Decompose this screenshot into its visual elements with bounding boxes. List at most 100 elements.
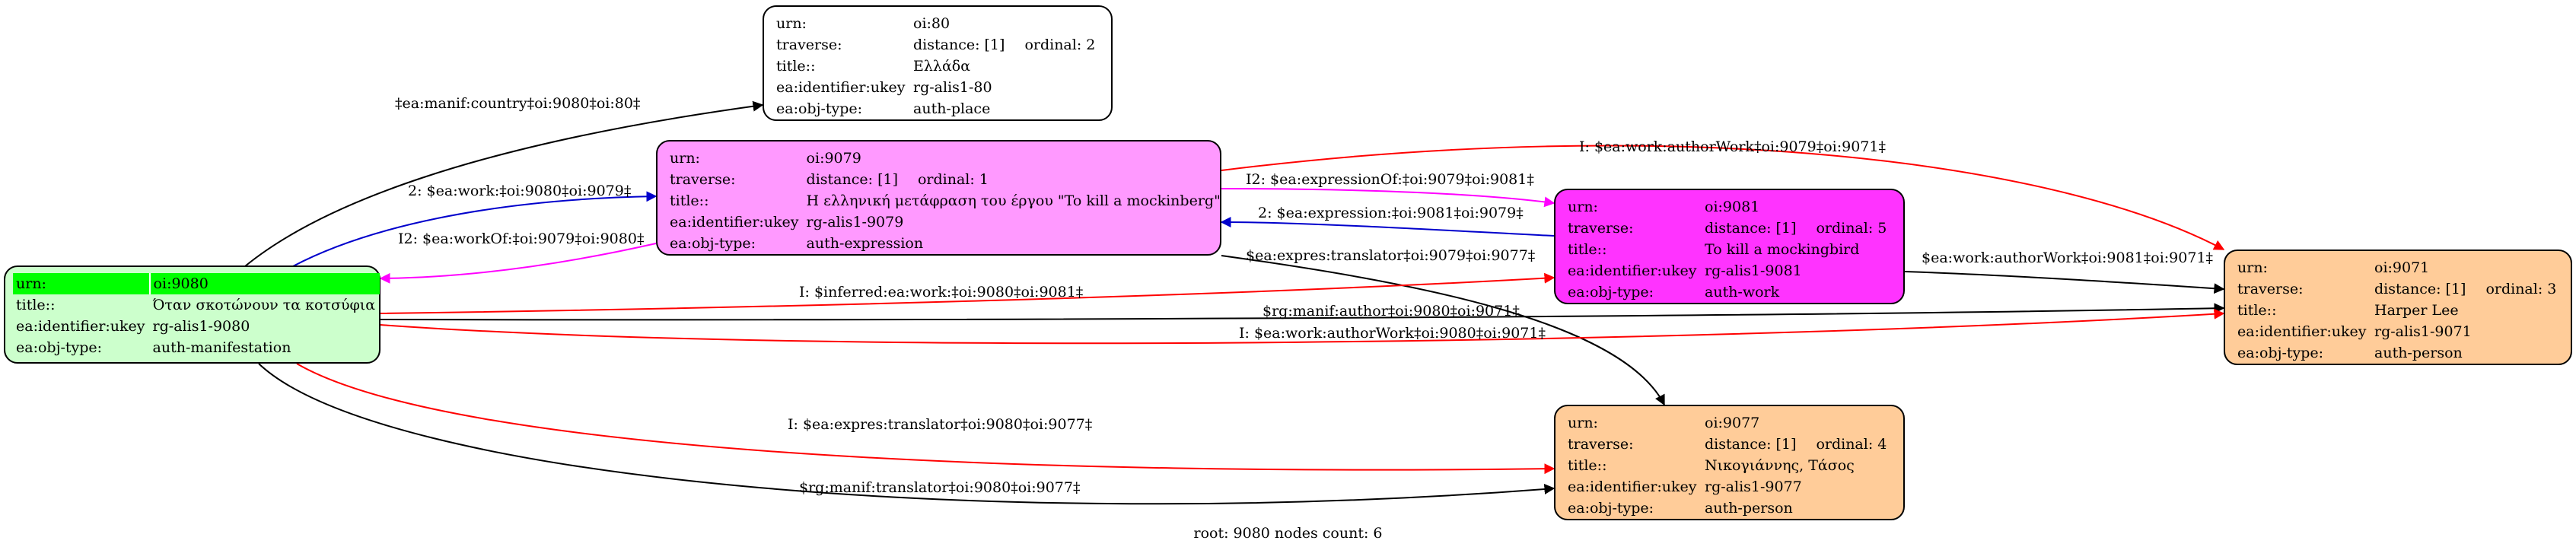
field-value: auth-place xyxy=(913,100,991,117)
field-key: ea:obj-type: xyxy=(1568,500,1654,517)
field-key: title:: xyxy=(1568,241,1607,258)
field-key: traverse: xyxy=(2237,281,2304,297)
field-value: distance: [1]ordinal: 3 xyxy=(2371,278,2561,300)
field-key: traverse: xyxy=(1568,220,1634,237)
field-value: rg-alis1-9081 xyxy=(1705,262,1802,279)
ordinal-value: ordinal: 2 xyxy=(1024,37,1096,53)
ordinal-value: ordinal: 4 xyxy=(1816,436,1887,453)
edge-e12 xyxy=(296,363,1555,475)
node-oi-9080[interactable]: urn:oi:9080 title::Όταν σκοτώνουν τα κοτ… xyxy=(4,265,381,364)
field-value: distance: [1] ordinal: 4 xyxy=(1702,434,1891,455)
field-value: To kill a mockingbird xyxy=(1705,241,1860,258)
field-key: ea:obj-type: xyxy=(2237,345,2324,361)
ordinal-value: ordinal: 3 xyxy=(2485,281,2557,297)
field-key: title:: xyxy=(776,58,816,75)
field-value: Ελλάδα xyxy=(913,58,971,75)
edge-e7 xyxy=(1221,255,1665,406)
edge-e10 xyxy=(380,303,2225,321)
edge-e2 xyxy=(292,191,658,267)
field-key: ea:identifier:ukey xyxy=(2237,323,2367,340)
node-oi-9077[interactable]: urn: oi:9077 traverse: distance: [1] ordina… xyxy=(1554,405,1905,520)
field-value: oi:9081 xyxy=(1705,199,1760,215)
node-table: urn: oi:9077 traverse: distance: [1] ordina… xyxy=(1565,412,1891,519)
field-value: Harper Lee xyxy=(2374,302,2459,319)
field-value: distance: [1] ordinal: 5 xyxy=(1702,218,1891,239)
field-value: rg-alis1-9080 xyxy=(152,318,250,335)
field-key: ea:obj-type: xyxy=(670,235,756,252)
field-value: distance: [1] ordinal: 2 xyxy=(910,34,1100,56)
field-value: auth-person xyxy=(1705,500,1793,517)
field-key: urn: xyxy=(776,15,807,32)
field-value: rg-alis1-80 xyxy=(913,79,992,96)
edge-label-e6: 2: $ea:expression:‡oi:9081‡oi:9079‡ xyxy=(1258,205,1524,221)
field-value: Η ελληνική μετάφραση του έργου "To kill … xyxy=(806,192,1221,209)
field-key: title:: xyxy=(1568,457,1607,474)
edge-e5 xyxy=(1221,188,1555,208)
edge-e13 xyxy=(258,363,1555,505)
field-value: auth-expression xyxy=(806,235,924,252)
node-table: urn:oi:9080 title::Όταν σκοτώνουν τα κοτ… xyxy=(13,273,381,358)
node-table: urn: oi:9071 traverse: distance: [1]ordina… xyxy=(2234,257,2561,364)
node-table: urn:oi:9079 traverse:distance: [1]ordina… xyxy=(667,148,1225,254)
field-value: Νικογιάννης, Τάσος xyxy=(1705,457,1855,474)
node-table: urn:oi:9081 traverse:distance: [1]ordina… xyxy=(1565,196,1891,303)
field-value: oi:9077 xyxy=(1705,415,1760,431)
field-key: urn: xyxy=(1568,415,1598,431)
field-key: title:: xyxy=(670,192,709,209)
field-key: title:: xyxy=(16,297,56,313)
edge-e8 xyxy=(380,272,1555,314)
field-value: auth-manifestation xyxy=(152,339,291,356)
distance-value: distance: [1] xyxy=(1705,436,1797,453)
edge-label-e8: I: $inferred:ea:work:‡oi:9080‡oi:9081‡ xyxy=(799,284,1083,300)
field-value: rg-alis1-9079 xyxy=(806,214,904,230)
field-value: auth-work xyxy=(1705,284,1780,300)
field-value: auth-person xyxy=(2374,345,2463,361)
edge-label-e3: I2: $ea:workOf:‡oi:9079‡oi:9080‡ xyxy=(398,230,644,247)
field-key: traverse: xyxy=(776,37,842,53)
node-oi-9071[interactable]: urn: oi:9071 traverse: distance: [1]ordina… xyxy=(2224,250,2572,365)
edge-label-e11: I: $ea:work:authorWork‡oi:9080‡oi:9071‡ xyxy=(1239,325,1546,342)
field-value: rg-alis1-9077 xyxy=(1705,478,1802,495)
edge-e9 xyxy=(1904,271,2225,294)
edge-label-e9: $ea:work:authorWork‡oi:9081‡oi:9071‡ xyxy=(1922,250,2213,266)
field-key: title:: xyxy=(2237,302,2277,319)
field-key: ea:obj-type: xyxy=(16,339,103,356)
edge-label-e2: 2: $ea:work:‡oi:9080‡oi:9079‡ xyxy=(408,183,631,199)
field-value: Όταν σκοτώνουν τα κοτσύφια xyxy=(152,297,376,313)
edge-label-e13: $rg:manif:translator‡oi:9080‡oi:9077‡ xyxy=(799,479,1080,496)
field-value: distance: [1]ordinal: 1 xyxy=(804,169,1225,190)
field-key: urn: xyxy=(670,150,700,167)
field-key: urn: xyxy=(2237,259,2268,276)
edge-label-e4: I: $ea:work:authorWork‡oi:9079‡oi:9071‡ xyxy=(1579,138,1886,155)
field-key: ea:obj-type: xyxy=(776,100,863,117)
field-key: traverse: xyxy=(1568,436,1634,453)
edge-e1 xyxy=(244,100,764,267)
node-oi-9079[interactable]: urn:oi:9079 traverse:distance: [1]ordina… xyxy=(656,140,1221,256)
node-oi-9081[interactable]: urn:oi:9081 traverse:distance: [1]ordina… xyxy=(1554,189,1905,304)
node-oi-80[interactable]: urn:oi:80 traverse:distance: [1]ordinal:… xyxy=(763,5,1113,121)
edge-label-e5: I2: $ea:expressionOf:‡oi:9079‡oi:9081‡ xyxy=(1246,171,1534,188)
field-value: oi:9080 xyxy=(149,273,381,294)
distance-value: distance: [1] xyxy=(913,37,1005,53)
field-key: urn: xyxy=(13,273,151,294)
ordinal-value: ordinal: 5 xyxy=(1816,220,1887,237)
field-key: ea:identifier:ukey xyxy=(670,214,799,230)
field-key: ea:obj-type: xyxy=(1568,284,1654,300)
edge-e4 xyxy=(1221,145,2225,250)
distance-value: distance: [1] xyxy=(806,171,898,188)
edge-label-e12: I: $ea:expres:translator‡oi:9080‡oi:9077… xyxy=(788,416,1092,433)
graph-footer: root: 9080 nodes count: 6 xyxy=(1193,525,1383,542)
edge-label-e7: $ea:expres:translator‡oi:9079‡oi:9077‡ xyxy=(1246,247,1535,264)
field-key: ea:identifier:ukey xyxy=(16,318,145,335)
edge-label-e1: ‡ea:manif:country‡oi:9080‡oi:80‡ xyxy=(395,95,640,112)
field-value: rg-alis1-9071 xyxy=(2374,323,2472,340)
edge-label-e10: $rg:manif:author‡oi:9080‡oi:9071‡ xyxy=(1263,303,1520,320)
edge-e3 xyxy=(379,243,657,284)
edge-e6 xyxy=(1220,217,1555,237)
node-table: urn:oi:80 traverse:distance: [1]ordinal:… xyxy=(773,13,1100,119)
field-value: oi:9071 xyxy=(2374,259,2430,276)
field-key: ea:identifier:ukey xyxy=(776,79,906,96)
field-value: oi:9079 xyxy=(806,150,861,167)
distance-value: distance: [1] xyxy=(1705,220,1797,237)
